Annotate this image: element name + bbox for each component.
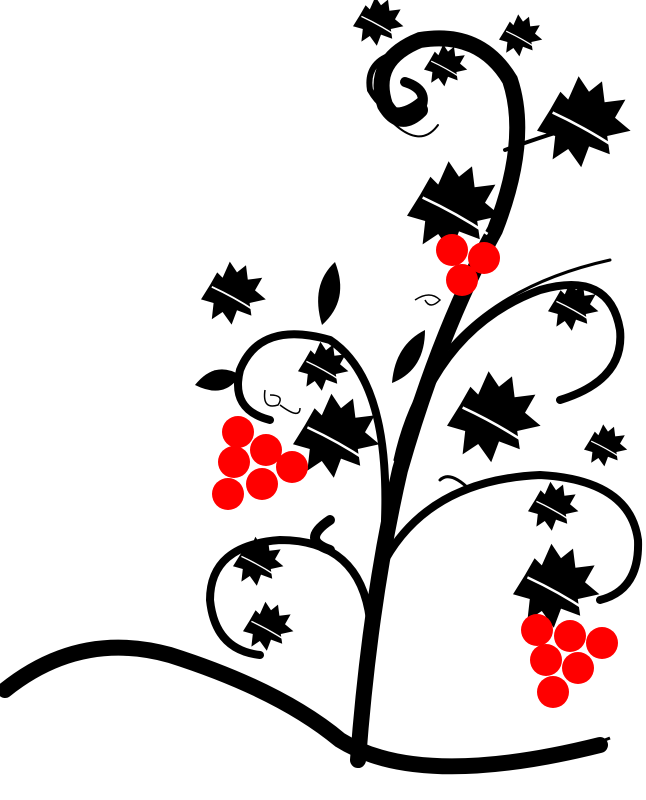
berry-cluster-top — [436, 234, 500, 296]
berry-cluster-left — [212, 416, 308, 510]
tendrils — [263, 294, 442, 414]
leaves — [195, 0, 632, 652]
main-stem — [205, 30, 643, 768]
berry-cluster-right — [521, 614, 618, 708]
ground-swoosh — [0, 639, 611, 775]
